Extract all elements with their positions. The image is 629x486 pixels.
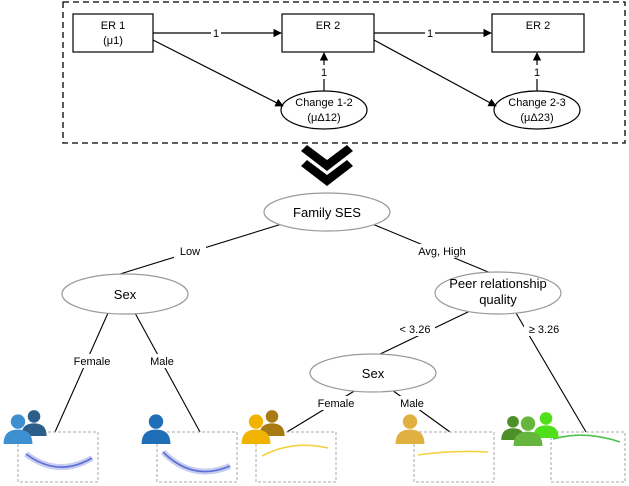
edge-peer-high-label: ≥ 3.26 bbox=[529, 324, 560, 336]
path-change12-er2-label: 1 bbox=[321, 67, 327, 79]
er2-box-right: ER 2 bbox=[491, 13, 585, 53]
person-icon-avg-low-male bbox=[395, 414, 425, 444]
change12-node: Change 1-2 (μΔ12) bbox=[280, 90, 368, 130]
model-frame bbox=[62, 1, 626, 144]
person-icon-low-male bbox=[141, 414, 171, 444]
peer-node: Peer relationship quality bbox=[434, 271, 562, 315]
edge-avg-high-label: Avg, High bbox=[418, 246, 466, 258]
change23-sublabel: (μΔ23) bbox=[520, 112, 553, 124]
er1-sublabel: (μ1) bbox=[103, 35, 123, 47]
edge-low-label: Low bbox=[180, 246, 200, 258]
leaf-low-male bbox=[156, 431, 238, 483]
peer-node-label-line1: Peer relationship bbox=[449, 276, 547, 291]
path-change23-er2-label: 1 bbox=[534, 67, 540, 79]
edge-inner-female-label: Female bbox=[318, 398, 355, 410]
change23-label: Change 2-3 bbox=[508, 97, 566, 109]
left-sex-node: Sex bbox=[61, 273, 189, 315]
er2-right-label: ER 2 bbox=[526, 20, 550, 32]
edge-left-male-label: Male bbox=[150, 356, 174, 368]
change23-node: Change 2-3 (μΔ23) bbox=[493, 90, 581, 130]
people-icon-avg-high bbox=[501, 412, 559, 446]
er2-middle-label: ER 2 bbox=[316, 20, 340, 32]
path-er2-change23 bbox=[373, 39, 497, 107]
edge-left-male bbox=[134, 312, 201, 433]
path-er1-er2-label: 1 bbox=[213, 28, 219, 40]
change12-label: Change 1-2 bbox=[295, 97, 353, 109]
peer-node-label-line2: quality bbox=[479, 292, 517, 307]
root-node-label: Family SES bbox=[293, 205, 361, 220]
leaf-avg-low-male bbox=[413, 431, 495, 483]
path-er1-change12 bbox=[152, 39, 284, 107]
er1-box: ER 1 (μ1) bbox=[72, 13, 154, 53]
inner-sex-node: Sex bbox=[309, 353, 437, 393]
er2-box-middle: ER 2 bbox=[281, 13, 375, 53]
change12-sublabel: (μΔ12) bbox=[307, 112, 340, 124]
left-sex-node-label: Sex bbox=[114, 287, 137, 302]
edge-left-female bbox=[54, 312, 109, 433]
inner-sex-node-label: Sex bbox=[362, 366, 385, 381]
root-node: Family SES bbox=[263, 192, 391, 232]
er1-label: ER 1 bbox=[101, 20, 125, 32]
double-chevron-down-icon bbox=[301, 145, 353, 186]
edge-inner-male-label: Male bbox=[400, 398, 424, 410]
edge-left-female-label: Female bbox=[74, 356, 111, 368]
path-er2-er2-label: 1 bbox=[427, 28, 433, 40]
edge-peer-low-label: < 3.26 bbox=[400, 324, 431, 336]
leaf-avg-high bbox=[550, 431, 626, 483]
